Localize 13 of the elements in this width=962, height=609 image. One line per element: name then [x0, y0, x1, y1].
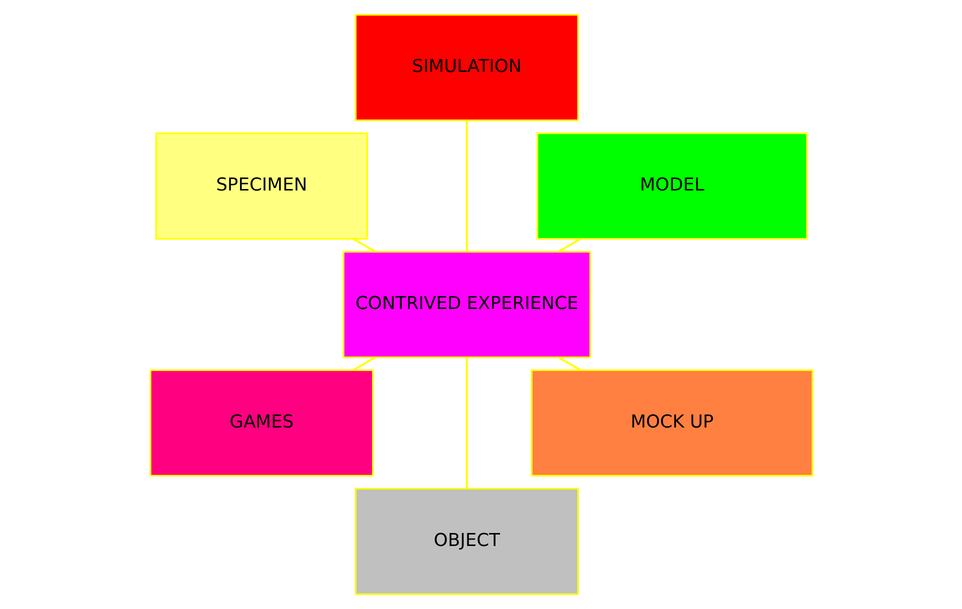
node-box: GAMES [149, 369, 374, 477]
connector [465, 120, 468, 252]
node-box: OBJECT [354, 488, 578, 596]
connector [558, 356, 581, 371]
node-box: SIMULATION [354, 14, 578, 122]
connector [558, 238, 581, 252]
connector [465, 358, 468, 488]
node-box: MOCK UP [530, 369, 813, 477]
node-box: MODEL [536, 132, 808, 240]
node-box: CONTRIVED EXPERIENCE [342, 250, 591, 358]
connector [352, 238, 376, 252]
connector [352, 356, 376, 371]
node-box: SPECIMEN [154, 132, 368, 240]
